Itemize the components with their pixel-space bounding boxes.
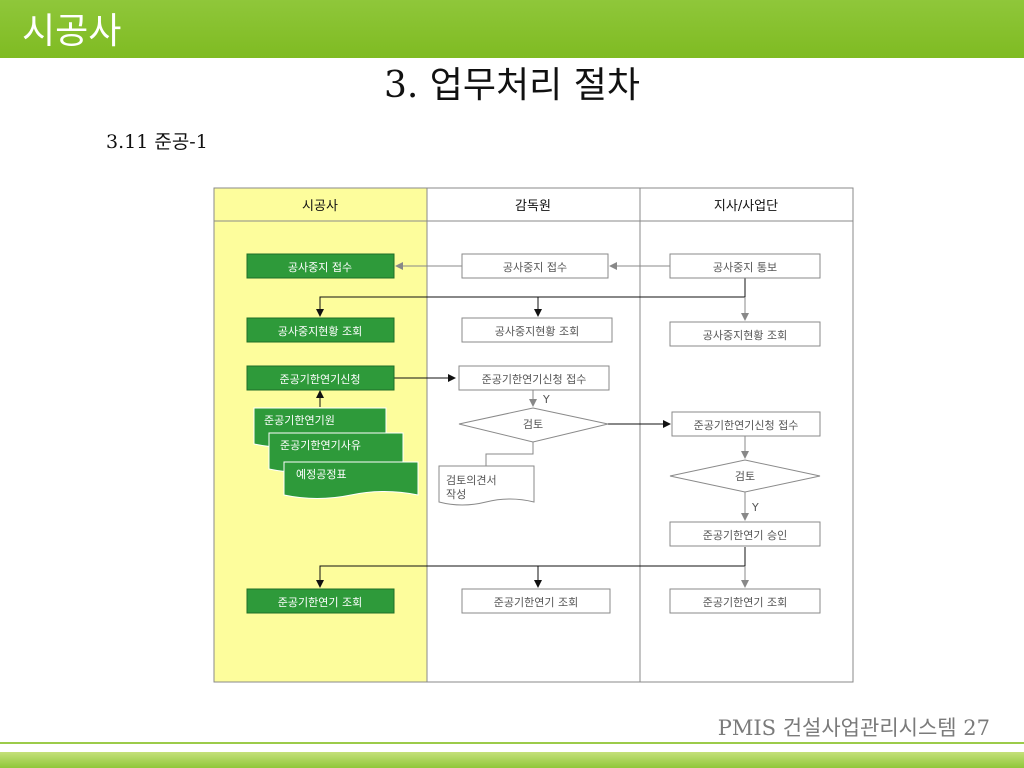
lane-header-branch: 지사/사업단	[714, 199, 778, 214]
svg-text:준공기한연기 조회: 준공기한연기 조회	[494, 596, 578, 609]
footer-bar	[0, 752, 1024, 768]
svg-text:공사중지 접수: 공사중지 접수	[288, 261, 352, 274]
node-extension-query-branch[interactable]: 준공기한연기 조회	[669, 588, 821, 614]
svg-text:검토의견서: 검토의견서	[446, 474, 497, 487]
node-stop-status-contractor[interactable]: 공사중지현황 조회	[246, 317, 395, 343]
svg-text:준공기한연기신청: 준공기한연기신청	[280, 373, 361, 386]
svg-text:준공기한연기 조회: 준공기한연기 조회	[278, 596, 362, 609]
section-title: 3.11 준공-1	[106, 131, 208, 153]
yes-label-branch: Y	[751, 501, 759, 514]
yes-label-supervisor: Y	[542, 393, 550, 406]
node-extension-receipt-supervisor[interactable]: 준공기한연기신청 접수	[458, 365, 610, 391]
footer-text: PMIS 건설사업관리시스템 27	[717, 716, 990, 740]
decision-review-branch[interactable]: 검토	[669, 459, 821, 493]
node-extension-approval[interactable]: 준공기한연기 승인	[669, 521, 821, 547]
svg-text:검토: 검토	[735, 470, 755, 483]
header-title: 시공사	[22, 11, 122, 52]
page-title: 3. 업무처리 절차	[384, 65, 640, 106]
document-review-opinion[interactable]: 검토의견서 작성	[438, 465, 535, 506]
node-stop-receipt-contractor[interactable]: 공사중지 접수	[246, 253, 395, 279]
lane-header-contractor: 시공사	[302, 199, 338, 214]
svg-text:준공기한연기사유: 준공기한연기사유	[280, 439, 361, 452]
svg-text:준공기한연기원: 준공기한연기원	[264, 414, 335, 427]
node-extension-receipt-branch[interactable]: 준공기한연기신청 접수	[671, 411, 821, 437]
svg-text:준공기한연기신청 접수: 준공기한연기신청 접수	[694, 419, 799, 432]
svg-text:공사중지 접수: 공사중지 접수	[503, 261, 567, 274]
footer-divider	[0, 742, 1024, 744]
svg-text:작성: 작성	[446, 488, 466, 501]
svg-text:공사중지 통보: 공사중지 통보	[713, 261, 777, 274]
node-stop-status-supervisor[interactable]: 공사중지현황 조회	[461, 317, 613, 343]
node-extension-request[interactable]: 준공기한연기신청	[246, 365, 395, 391]
svg-text:준공기한연기 조회: 준공기한연기 조회	[703, 596, 787, 609]
connectors	[316, 262, 749, 588]
node-extension-query-contractor[interactable]: 준공기한연기 조회	[246, 588, 395, 614]
lane-header-supervisor: 감독원	[515, 199, 551, 214]
header-bar: 시공사	[0, 0, 1024, 58]
svg-text:검토: 검토	[523, 418, 543, 431]
svg-text:예정공정표: 예정공정표	[296, 468, 347, 481]
node-stop-status-branch[interactable]: 공사중지현황 조회	[669, 321, 821, 347]
document-schedule[interactable]: 예정공정표	[283, 461, 419, 499]
node-extension-query-supervisor[interactable]: 준공기한연기 조회	[461, 588, 611, 614]
svg-text:공사중지현황 조회: 공사중지현황 조회	[278, 325, 362, 338]
node-stop-receipt-supervisor[interactable]: 공사중지 접수	[461, 253, 609, 279]
svg-text:공사중지현황 조회: 공사중지현황 조회	[495, 325, 579, 338]
svg-text:준공기한연기 승인: 준공기한연기 승인	[703, 529, 787, 542]
decision-review-supervisor[interactable]: 검토	[458, 407, 609, 443]
node-stop-notice-branch[interactable]: 공사중지 통보	[669, 253, 821, 279]
svg-text:준공기한연기신청 접수: 준공기한연기신청 접수	[482, 373, 587, 386]
svg-text:공사중지현황 조회: 공사중지현황 조회	[703, 329, 787, 342]
